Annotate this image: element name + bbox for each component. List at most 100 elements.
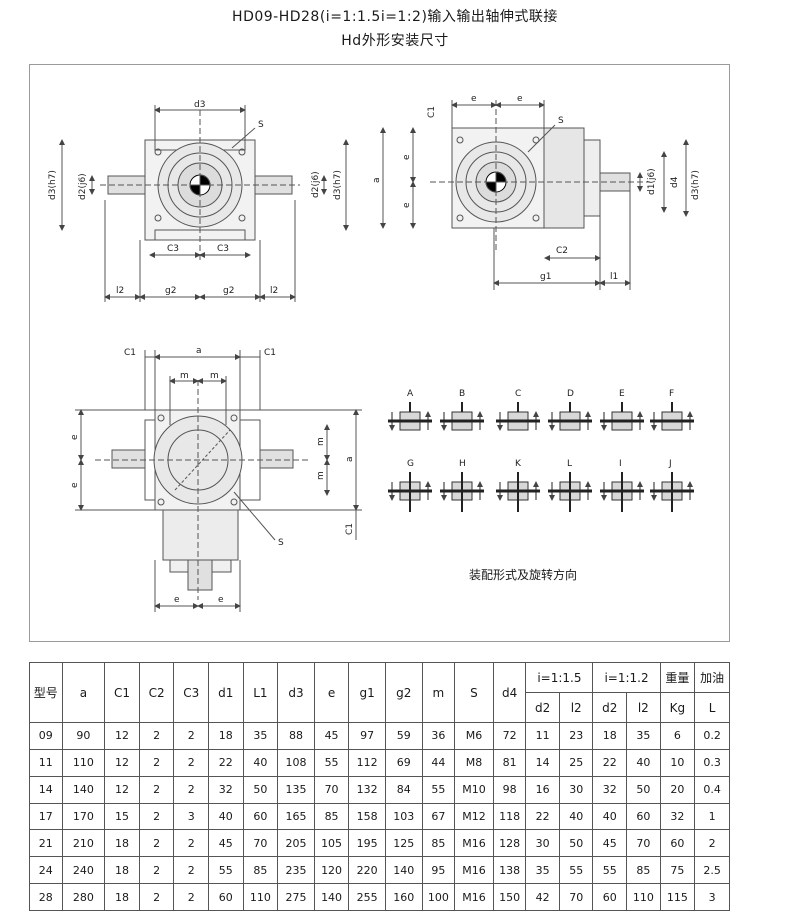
assembly-type-label: I: [619, 459, 622, 469]
table-cell: 32: [592, 775, 628, 804]
table-cell: 140: [61, 775, 106, 804]
table-cell: 115: [659, 883, 696, 911]
table-cell: 55: [421, 775, 456, 804]
table-cell: 45: [208, 829, 244, 858]
assembly-type-label: E: [619, 389, 625, 399]
assembly-type-e: E: [600, 389, 644, 431]
table-cell: 98: [492, 775, 527, 804]
assembly-type-label: B: [459, 389, 465, 399]
table-cell: 59: [384, 722, 423, 750]
assembly-type-i: I: [600, 459, 644, 512]
svg-text:C1: C1: [124, 348, 136, 358]
table-cell: 24: [29, 856, 63, 885]
table-cell: 103: [384, 802, 423, 831]
table-cell: 40: [242, 748, 279, 777]
table-cell: 88: [277, 722, 315, 750]
table-cell: 60: [626, 802, 661, 831]
table-cell: 110: [61, 748, 106, 777]
assembly-type-label: F: [669, 389, 674, 399]
table-cell: 11: [29, 748, 63, 777]
assembly-caption: 装配形式及旋转方向: [469, 568, 578, 582]
table-cell: 09: [29, 722, 63, 750]
table-cell: 2: [173, 883, 209, 911]
table-cell: 138: [492, 856, 527, 885]
table-cell: 81: [492, 748, 527, 777]
table-cell: 44: [421, 748, 456, 777]
table-cell: 135: [277, 775, 315, 804]
table-cell: 11: [525, 722, 560, 750]
table-cell: 22: [208, 748, 244, 777]
top-view-three-shafts: [75, 350, 362, 612]
table-cell: 36: [421, 722, 456, 750]
assembly-type-label: J: [668, 459, 672, 469]
table-header-cell: g1: [348, 662, 386, 723]
table-cell: 28: [29, 883, 63, 911]
table-cell: 85: [421, 829, 456, 858]
table-cell: 21: [29, 829, 63, 858]
ratio-group-header: i=1:1.5: [525, 662, 594, 693]
table-cell: 35: [242, 722, 279, 750]
table-cell: M6: [454, 722, 494, 750]
table-cell: 42: [525, 883, 560, 911]
assembly-type-label: D: [567, 389, 574, 399]
table-cell: 165: [277, 802, 315, 831]
svg-text:e: e: [517, 94, 523, 104]
table-cell: M16: [454, 829, 494, 858]
assembly-type-l: L: [548, 459, 592, 512]
svg-text:e: e: [174, 595, 180, 605]
table-subheader-cell: d2: [525, 692, 560, 723]
table-cell: 85: [313, 802, 350, 831]
svg-text:S: S: [558, 116, 564, 126]
assembly-type-c: C: [496, 389, 540, 431]
table-cell: 40: [626, 748, 661, 777]
table-cell: 18: [104, 883, 140, 911]
table-header-cell: C3: [173, 662, 209, 723]
table-cell: 18: [592, 722, 628, 750]
table-cell: 120: [313, 856, 350, 885]
table-cell: 85: [242, 856, 279, 885]
table-cell: 16: [525, 775, 560, 804]
table-cell: 2.5: [694, 856, 730, 885]
table-header-cell: d1: [208, 662, 244, 723]
table-cell: 60: [242, 802, 279, 831]
table-cell: 235: [277, 856, 315, 885]
table-cell: 35: [626, 722, 661, 750]
table-cell: 275: [277, 883, 315, 911]
table-cell: 2: [138, 856, 175, 885]
table-cell: 220: [348, 856, 386, 885]
svg-text:a: a: [372, 177, 382, 183]
svg-text:e: e: [70, 434, 80, 440]
table-cell: 3: [694, 883, 730, 911]
svg-text:d3(h7): d3(h7): [691, 170, 701, 200]
table-cell: 108: [277, 748, 315, 777]
svg-text:e: e: [402, 154, 412, 160]
table-cell: 18: [104, 829, 140, 858]
svg-text:S: S: [278, 538, 284, 548]
table-header-cell: d3: [277, 662, 315, 723]
drawing-frame: [29, 64, 730, 642]
table-cell: 18: [208, 722, 244, 750]
assembly-type-g: G: [388, 459, 432, 512]
table-cell: 15: [104, 802, 140, 831]
page-subtitle: Hd外形安装尺寸: [341, 33, 449, 49]
table-cell: 90: [61, 722, 106, 750]
table-cell: 55: [558, 856, 594, 885]
table-cell: 3: [173, 802, 209, 831]
svg-text:l2: l2: [116, 286, 124, 296]
table-cell: 45: [313, 722, 350, 750]
side-view-labels: e e C1 S e e a C2 g1 l1 d1(j6) d4 d3(h7): [372, 94, 701, 282]
table-subheader-cell: Kg: [659, 692, 696, 723]
svg-text:e: e: [218, 595, 224, 605]
assembly-type-label: K: [515, 459, 522, 469]
table-cell: 72: [492, 722, 527, 750]
table-cell: 2: [173, 829, 209, 858]
table-cell: 2: [138, 722, 175, 750]
table-cell: 210: [61, 829, 106, 858]
table-cell: 140: [384, 856, 423, 885]
svg-text:e: e: [70, 482, 80, 488]
table-header-cell: d4: [492, 662, 527, 723]
svg-text:g2: g2: [223, 286, 234, 296]
table-cell: 12: [104, 775, 140, 804]
